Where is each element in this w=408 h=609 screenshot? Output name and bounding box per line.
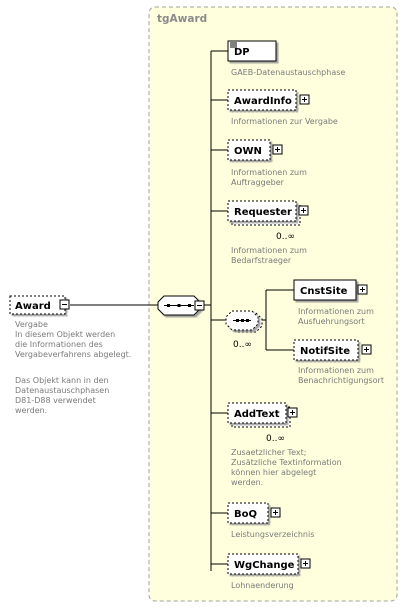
- element-label: DP: [234, 47, 250, 58]
- element-boq[interactable]: BoQ: [227, 502, 269, 524]
- expand-icon[interactable]: [357, 284, 368, 295]
- element-label: AwardInfo: [234, 96, 292, 107]
- expand-icon[interactable]: [299, 94, 310, 105]
- element-label: AddText: [234, 409, 280, 420]
- occurrence-label: 0..∞: [233, 340, 252, 350]
- element-label: WgChange: [234, 560, 295, 571]
- occurrence-label: 0..∞: [266, 434, 285, 444]
- element-cnstsite[interactable]: CnstSite: [293, 279, 357, 301]
- element-doc: Informationen zur Vergabe: [231, 117, 338, 126]
- root-element-label: Award: [15, 301, 51, 312]
- element-doc: Zusaetzlicher Text; Zusätzliche Textinfo…: [231, 448, 344, 487]
- expand-icon[interactable]: [59, 299, 70, 310]
- expand-icon[interactable]: [270, 507, 281, 518]
- element-doc: Informationen zum Benachrichtigungsort: [298, 366, 384, 385]
- occurrence-label: 0..∞: [276, 232, 295, 242]
- collapse-icon[interactable]: [194, 300, 205, 311]
- element-doc: Leistungsverzeichnis: [231, 530, 314, 539]
- sequence-compositor[interactable]: [157, 295, 201, 316]
- element-dp[interactable]: DP: [227, 40, 277, 62]
- expand-icon[interactable]: [287, 407, 298, 418]
- element-doc: Informationen zum Auftraggeber: [231, 168, 309, 187]
- choice-compositor[interactable]: [225, 310, 263, 333]
- element-addtext[interactable]: AddText: [227, 402, 291, 428]
- element-awardinfo[interactable]: AwardInfo: [227, 89, 297, 111]
- connector-lines: [70, 50, 294, 571]
- element-own[interactable]: OWN: [227, 139, 271, 161]
- root-element-award[interactable]: Award: [9, 295, 66, 315]
- element-label: CnstSite: [300, 286, 348, 297]
- element-notifsite[interactable]: NotifSite: [293, 339, 359, 361]
- element-doc: Informationen zum Ausfuehrungsort: [298, 307, 376, 326]
- element-label: BoQ: [234, 509, 257, 520]
- element-label: Requester: [234, 207, 292, 218]
- element-doc: Informationen zum Bedarfstraeger: [231, 246, 309, 265]
- expand-icon[interactable]: [361, 344, 372, 355]
- element-wgchange[interactable]: WgChange: [227, 553, 299, 575]
- element-requester[interactable]: Requester: [227, 200, 301, 226]
- element-label: OWN: [234, 146, 262, 157]
- element-doc: GAEB-Datenaustauschphase: [231, 68, 345, 77]
- expand-icon[interactable]: [300, 558, 311, 569]
- element-label: NotifSite: [300, 346, 350, 357]
- root-doc: Vergabe In diesem Objekt werden die Info…: [15, 320, 134, 415]
- element-doc: Lohnaenderung: [231, 581, 294, 590]
- group-title: tgAward: [157, 13, 207, 25]
- expand-icon[interactable]: [272, 144, 283, 155]
- expand-icon[interactable]: [298, 205, 309, 216]
